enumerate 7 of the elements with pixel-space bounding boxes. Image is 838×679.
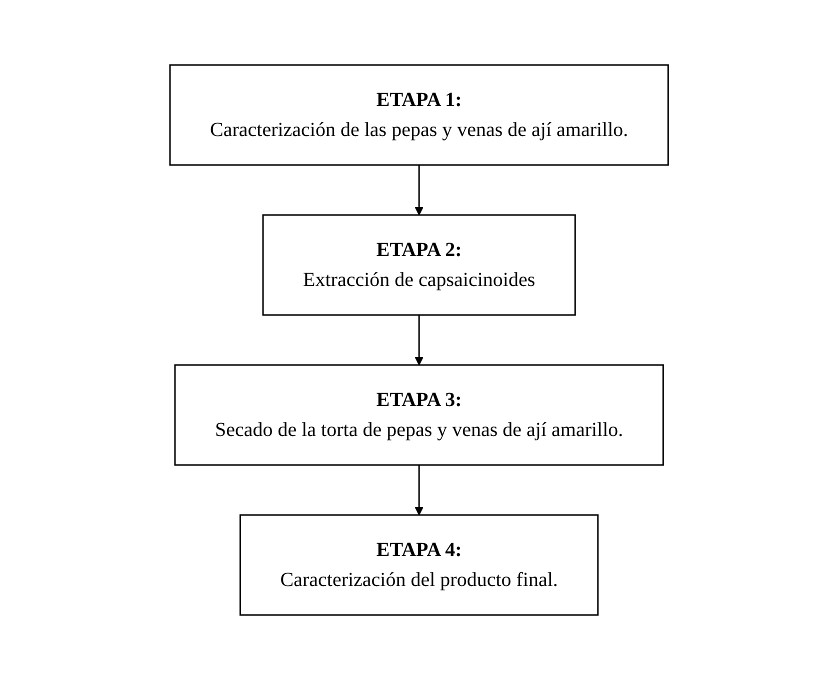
node-box: ETAPA 4: Caracterización del producto final. (239, 514, 599, 616)
node-box: ETAPA 3: Secado de la torta de pepas y venas de ají amarillo. (174, 364, 664, 466)
node-box: ETAPA 2: Extracción de capsaicinoides (262, 214, 576, 316)
arrow (414, 464, 424, 515)
arrow (414, 164, 424, 215)
arrow (414, 314, 424, 365)
node-box: ETAPA 1: Caracterización de las pepas y venas de ají amarillo. (169, 64, 669, 166)
